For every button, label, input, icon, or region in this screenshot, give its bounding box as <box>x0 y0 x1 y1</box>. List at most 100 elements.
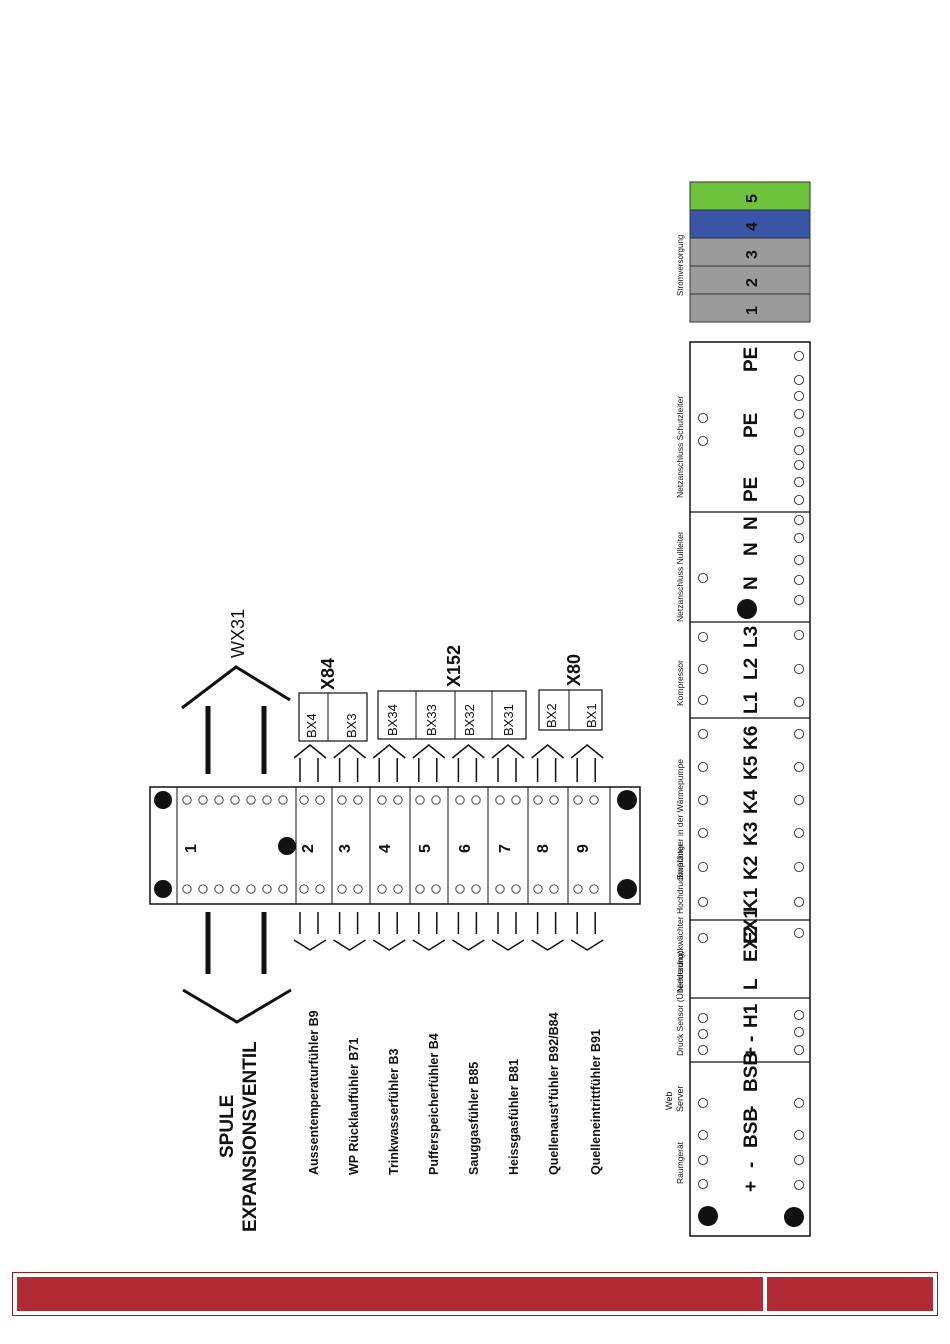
pin-bx34: BX34 <box>385 704 400 736</box>
terminal-label: K4 <box>741 789 762 814</box>
section-title: Raumgerät <box>675 1141 685 1184</box>
sensor-label: Pufferspeicherfühler B4 <box>427 1033 441 1175</box>
power-cell-label: 5 <box>744 194 761 203</box>
pin-bx33: BX33 <box>424 704 439 736</box>
sensor-label: Trinkwasserfühler B3 <box>387 1049 401 1175</box>
power-supply-title: Stromversorgung <box>676 235 685 296</box>
terminal-label: - <box>741 1106 762 1112</box>
terminal-label: EX2 <box>741 926 762 962</box>
terminal-number: 8 <box>535 844 552 853</box>
pin-bx31: BX31 <box>501 704 516 736</box>
terminal-label: L3 <box>741 626 762 648</box>
mount-hole-icon <box>154 880 172 898</box>
terminal-label: + <box>741 1047 762 1058</box>
sensor-label: Sauggasfühler B85 <box>467 1062 481 1175</box>
terminal-label: PE <box>741 347 762 372</box>
footer-side-block <box>767 1277 933 1311</box>
section-title: Niederdruckwächter Hochdruckwächter <box>675 843 685 992</box>
terminal-label: - <box>741 1036 762 1042</box>
lower-chevron <box>182 988 292 1024</box>
section-title: Druck Sensor (Überhitzung) <box>675 950 685 1056</box>
connector-x152-label: X152 <box>444 645 464 687</box>
neutral-marker-icon <box>737 599 757 619</box>
power-cell-label: 1 <box>744 306 761 315</box>
terminal-label: H1 <box>741 1003 762 1028</box>
terminal-label: EX1 <box>741 908 762 944</box>
power-cell-2 <box>689 265 811 295</box>
terminal-number: 5 <box>417 844 434 853</box>
terminal-label: BSB <box>741 1052 762 1092</box>
coil-expansion-valve-labels: SPULE EXPANSIONSVENTIL <box>182 912 292 1232</box>
section-title-server: Server <box>675 1085 685 1112</box>
sensor-label: Heissgasfühler B81 <box>507 1059 521 1175</box>
section-title: Kompressor <box>675 660 685 706</box>
terminal-label: L <box>741 978 762 990</box>
power-cell-4 <box>689 209 811 239</box>
power-cell-label: 2 <box>744 278 761 287</box>
terminal-label: K3 <box>741 822 762 846</box>
connector-x84: BX4 BX3 X84 <box>298 658 368 742</box>
lower-wire-bracket <box>205 912 267 974</box>
section-title: Netzanschluss Schutzleiter <box>675 396 685 498</box>
mount-hole-icon <box>698 1206 718 1226</box>
upper-wires <box>293 744 604 782</box>
pin-bx32: BX32 <box>462 704 477 736</box>
power-supply-block: Stromversorgung 1 2 3 4 5 <box>676 181 811 323</box>
mount-hole-icon <box>154 791 172 809</box>
terminal-number: 6 <box>457 844 474 853</box>
mount-hole-icon <box>617 790 637 810</box>
pin-bx3: BX3 <box>344 713 359 738</box>
connector-x80: BX2 BX1 X80 <box>538 654 603 731</box>
terminal-board: 1 2 3 4 5 6 7 8 9 <box>149 786 641 905</box>
wx31-label: WX31 <box>228 609 248 658</box>
terminal-label: - <box>741 1162 762 1168</box>
terminal-number: 9 <box>575 844 592 853</box>
footer-main-block <box>17 1277 763 1311</box>
mount-hole-icon <box>617 879 637 899</box>
power-cell-3 <box>689 237 811 267</box>
lower-wires <box>293 912 604 951</box>
power-cell-label: 4 <box>744 222 761 231</box>
terminal-marker-icon <box>278 837 296 855</box>
terminal-label: PE <box>741 477 762 502</box>
terminal-label: L1 <box>741 691 762 714</box>
wx31-group: WX31 <box>181 609 291 774</box>
terminal-label: L2 <box>741 658 762 680</box>
upper-chevron <box>181 665 291 710</box>
connector-x84-label: X84 <box>318 658 338 690</box>
terminal-label: N <box>741 576 762 590</box>
sensor-label: Quellenaustʼfühler B92/B84 <box>547 1012 561 1175</box>
terminal-label: K2 <box>741 856 762 880</box>
terminal-number: 1 <box>183 844 200 853</box>
footer-bar <box>12 1272 938 1316</box>
terminal-number: 7 <box>497 844 514 853</box>
sensor-label: Quelleneintrittfühler B91 <box>589 1029 603 1175</box>
pin-bx4: BX4 <box>304 713 319 738</box>
terminal-number: 4 <box>377 844 394 853</box>
terminal-label: BSB <box>741 1108 762 1148</box>
pin-bx2: BX2 <box>544 703 559 728</box>
mount-hole-icon <box>784 1207 804 1227</box>
terminal-label: K1 <box>741 887 762 912</box>
pin-bx1: BX1 <box>584 703 599 728</box>
power-cell-1 <box>689 293 811 323</box>
terminal-label: N <box>741 516 762 530</box>
power-cell-label: 3 <box>744 250 761 259</box>
expansionsventil-label: EXPANSIONSVENTIL <box>240 1041 261 1232</box>
terminal-label: N <box>741 542 762 556</box>
section-title: Empfänger in der Wärmepumpe <box>675 759 685 880</box>
terminal-label: K5 <box>741 755 762 780</box>
spule-label: SPULE <box>217 1095 238 1158</box>
section-title-web: Web <box>664 1092 674 1110</box>
connector-x80-label: X80 <box>564 654 584 686</box>
terminal-label: PE <box>741 413 762 438</box>
sensor-label: WP Rücklauffühler B71 <box>347 1038 361 1175</box>
power-cell-5 <box>689 181 811 211</box>
terminal-number: 2 <box>300 844 317 853</box>
terminal-label: + <box>741 1181 762 1192</box>
terminal-label: K6 <box>741 726 762 750</box>
terminal-number: 3 <box>337 844 354 853</box>
